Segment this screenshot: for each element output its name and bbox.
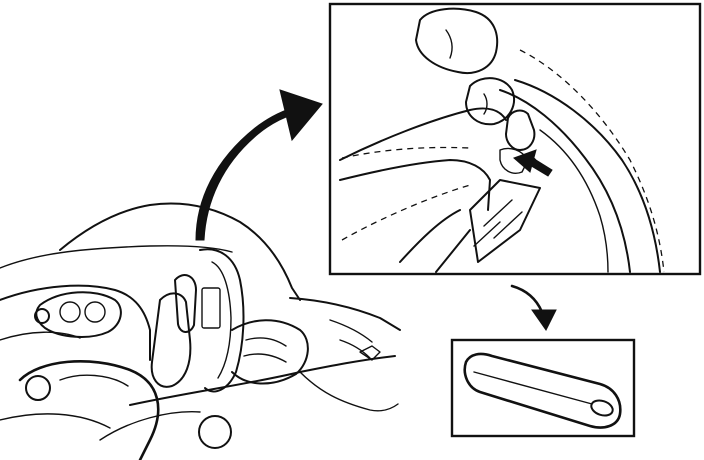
trim-tool-hole	[590, 399, 614, 417]
door-frame-lower	[129, 355, 396, 406]
detail-bracket	[469, 179, 541, 263]
dashboard	[0, 284, 151, 361]
trim-tool-edge	[473, 371, 593, 405]
pillar-bracket	[201, 287, 221, 329]
detail-finger	[415, 7, 499, 74]
arrow-to-detail	[195, 89, 323, 241]
detail-bracket-ribs	[473, 199, 523, 247]
detail-knuckle-lines	[445, 29, 488, 115]
steering-wheel	[18, 360, 160, 460]
console-edge	[99, 411, 201, 441]
door-frame-upper	[289, 297, 401, 331]
detail-dashed-outline-1	[341, 49, 665, 273]
technician-sleeve	[231, 319, 309, 385]
detail-hand-back	[339, 107, 507, 211]
vent-knob	[34, 308, 50, 324]
detail-clip	[505, 109, 536, 151]
detail-thumb	[465, 77, 515, 126]
headliner-outline	[59, 202, 301, 301]
detail-trim-section	[499, 89, 631, 273]
gauge-right	[84, 301, 106, 323]
detail-trim-edge	[539, 129, 609, 273]
gauge-left	[59, 301, 81, 323]
detail-frame	[328, 2, 702, 276]
a-pillar-trim-inner	[211, 261, 232, 379]
a-pillar-trim	[199, 248, 245, 393]
detail-dashed-outline-2	[341, 146, 471, 159]
detail-pointer-arrow-head	[513, 149, 537, 173]
arrow-to-tool	[510, 284, 557, 331]
arrow-to-detail-head	[279, 89, 323, 142]
windshield-top	[0, 245, 233, 269]
arrow-to-detail-shaft	[195, 107, 295, 241]
weatherstrip	[329, 319, 373, 359]
body-sill	[299, 371, 399, 412]
detail-body-panel	[399, 209, 471, 273]
trim-detail	[359, 345, 381, 361]
trim-tool-body	[463, 352, 622, 429]
floor-line	[0, 413, 111, 429]
steering-wheel-inner	[59, 374, 129, 387]
arrow-to-tool-shaft	[510, 284, 544, 314]
technician-hand	[150, 292, 192, 388]
tool-view	[450, 338, 636, 438]
tool-frame	[450, 338, 636, 438]
knob-lower	[198, 415, 232, 449]
detail-trim-section-inner	[514, 79, 661, 273]
detail-clip-retainer	[499, 147, 529, 174]
detail-view	[328, 2, 702, 276]
main-view	[0, 202, 401, 460]
arrow-to-tool-head	[531, 309, 557, 331]
sleeve-folds	[243, 337, 287, 363]
technician-thumb	[174, 274, 197, 333]
horn-pad	[25, 375, 51, 401]
